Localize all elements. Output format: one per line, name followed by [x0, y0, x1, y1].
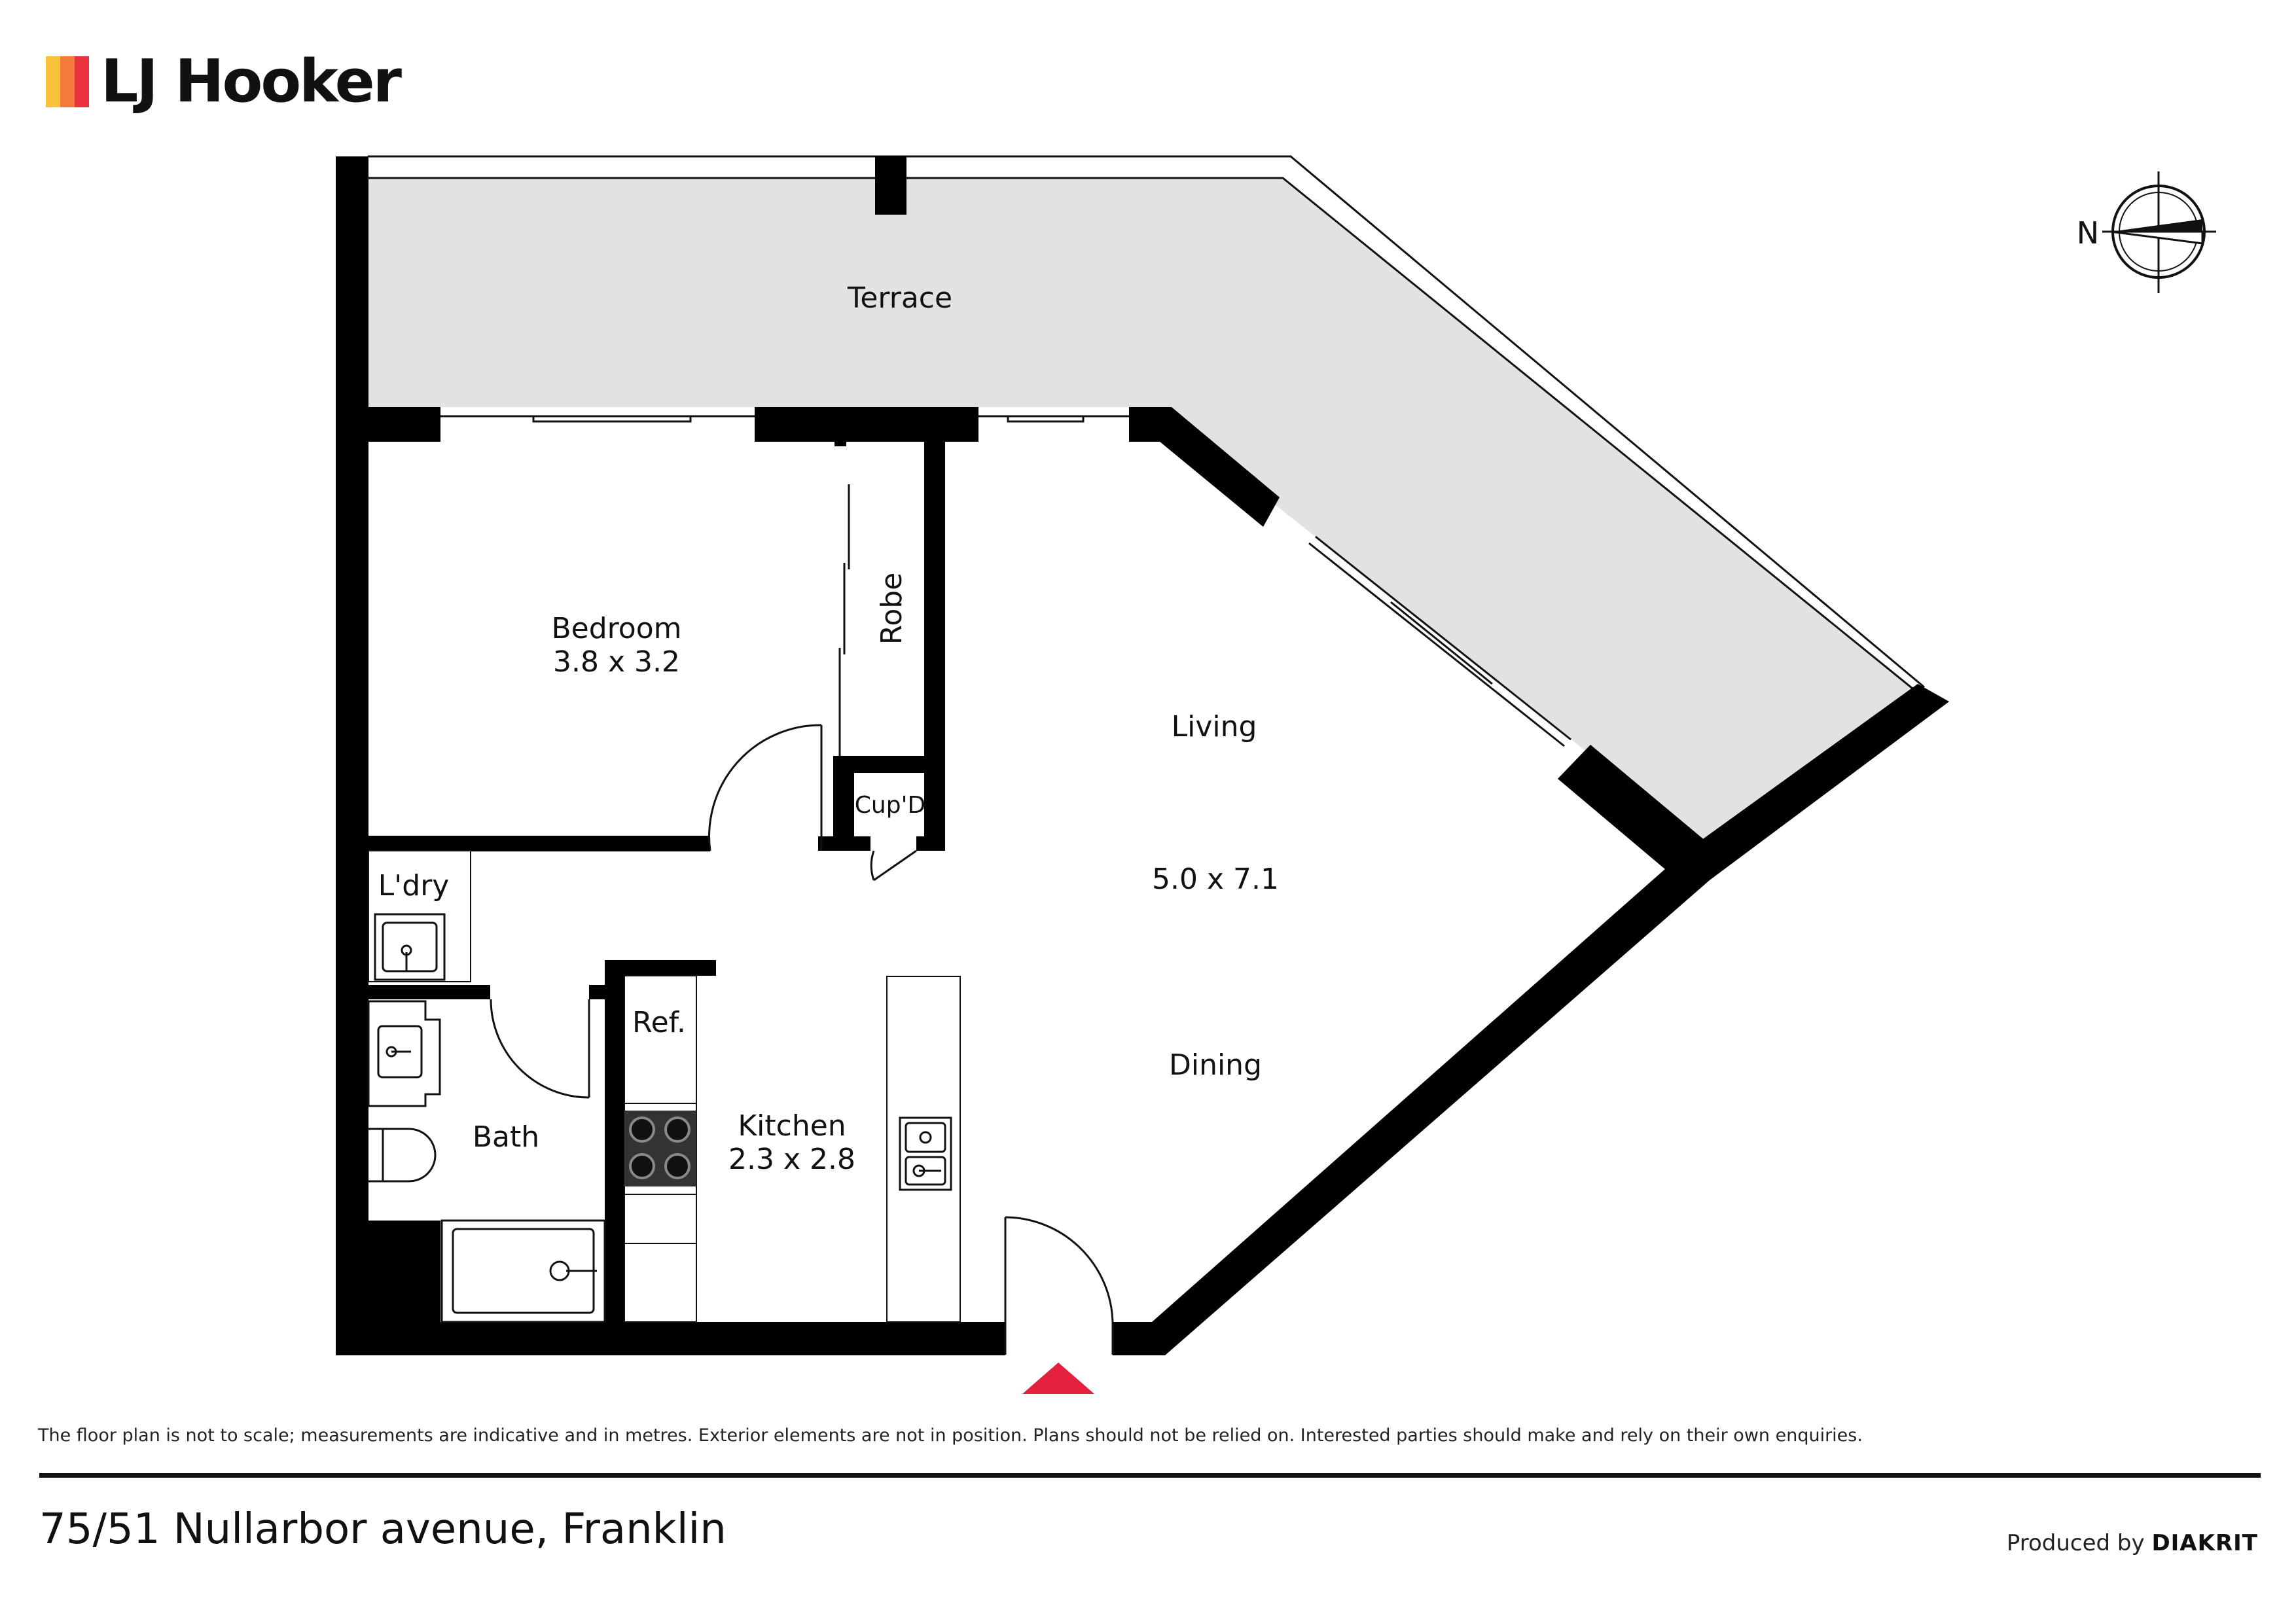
- label-robe: Robe: [875, 573, 908, 645]
- cooktop-burner-1: [629, 1116, 655, 1143]
- label-terrace: Terrace: [847, 281, 952, 315]
- bath-basin: [377, 1025, 423, 1079]
- wall-north-1: [368, 407, 440, 442]
- wall-cupd-bottom-left: [818, 836, 870, 851]
- kitchen-island: [886, 976, 961, 1323]
- wall-bath-east-stub: [589, 985, 609, 999]
- logo-bar-red: [75, 56, 89, 107]
- bath-vanity-outline: [367, 1000, 441, 1107]
- logo-bar-orange: [60, 56, 75, 107]
- living-diagonal-door-c: [1390, 601, 1493, 685]
- wall-south-1: [336, 1322, 1005, 1355]
- cooktop-burner-3: [629, 1153, 655, 1179]
- laundry-sink-outer: [374, 913, 446, 981]
- label-cupboard: Cup'D: [855, 792, 925, 819]
- wall-west: [336, 156, 368, 1355]
- label-kitchen: Kitchen: [738, 1109, 846, 1143]
- wall-northeast-angle: [1152, 407, 1280, 527]
- bath-door-swing: [490, 999, 590, 1099]
- kitchen-sink-bowl-2: [905, 1156, 946, 1186]
- entry-marker: [1022, 1363, 1094, 1394]
- entry-door-swing: [1005, 1216, 1114, 1323]
- wall-kitchen-top: [605, 960, 716, 976]
- living-sliding-door-panel: [1007, 415, 1085, 423]
- kitchen-sink-outer: [899, 1116, 952, 1191]
- label-laundry: L'dry: [378, 869, 450, 902]
- label-living: Living: [1172, 710, 1257, 743]
- cooktop-burner-4: [664, 1153, 691, 1179]
- diakrit-brand: DIAKRIT: [2151, 1530, 2258, 1556]
- cooktop-burner-2: [664, 1116, 691, 1143]
- wall-bedroom-south: [368, 836, 710, 851]
- north-compass-icon: [2102, 171, 2216, 293]
- label-bedroom-size: 3.8 x 3.2: [553, 645, 680, 679]
- bathtub-drain: [549, 1260, 570, 1281]
- property-address: 75/51 Nullarbor avenue, Franklin: [39, 1505, 726, 1554]
- bedroom-sliding-door-panel: [532, 415, 692, 423]
- living-diagonal-door-b: [1315, 535, 1571, 741]
- terrace-area: [368, 178, 1918, 857]
- wall-laundry-bath: [368, 985, 490, 999]
- logo-text: LJ Hooker: [101, 47, 402, 116]
- wall-southeast: [1121, 854, 1710, 1355]
- produced-by-credit: Produced by DIAKRIT: [2007, 1530, 2258, 1556]
- wall-robe-east: [924, 440, 945, 851]
- label-bath: Bath: [473, 1120, 539, 1154]
- label-living-size: 5.0 x 7.1: [1152, 863, 1279, 896]
- cupboard-door-swing: [870, 849, 917, 882]
- laundry-sink-inner: [382, 921, 438, 972]
- wall-south-2: [1113, 1322, 1158, 1355]
- wall-cupd-bottom-right: [916, 836, 945, 851]
- produced-by-prefix: Produced by: [2006, 1530, 2145, 1556]
- terrace-balustrade-outer: [368, 155, 1925, 688]
- wall-east-corner: [1682, 684, 1949, 880]
- wall-north-2: [755, 407, 978, 442]
- wall-east-upper: [1558, 745, 1710, 883]
- label-kitchen-size: 2.3 x 2.8: [728, 1143, 855, 1176]
- toilet: [368, 1128, 437, 1183]
- label-dining: Dining: [1169, 1048, 1262, 1082]
- kitchen-sink-bowl-1: [905, 1122, 946, 1153]
- living-diagonal-door-a: [1308, 542, 1565, 747]
- wall-bath-kitchen: [605, 962, 624, 1323]
- label-bedroom: Bedroom: [551, 612, 681, 645]
- kitchen-sink-drain-1: [919, 1131, 932, 1144]
- compass-north-label: N: [2077, 215, 2099, 251]
- footer-divider: [39, 1473, 2261, 1478]
- wall-robe-divider: [834, 440, 846, 446]
- logo-bar-yellow: [46, 56, 60, 107]
- disclaimer-text: The floor plan is not to scale; measurem…: [38, 1425, 1863, 1446]
- bathtub-outer: [440, 1219, 606, 1323]
- bedroom-door-swing: [708, 724, 822, 851]
- terrace-column: [875, 156, 906, 215]
- terrace-balustrade-inner: [368, 177, 1920, 695]
- logo-mark-icon: [46, 56, 89, 107]
- lj-hooker-logo: LJ Hooker: [46, 47, 402, 116]
- laundry-outline: [368, 850, 471, 982]
- wall-cupd-top: [833, 756, 944, 773]
- label-fridge: Ref.: [632, 1006, 686, 1039]
